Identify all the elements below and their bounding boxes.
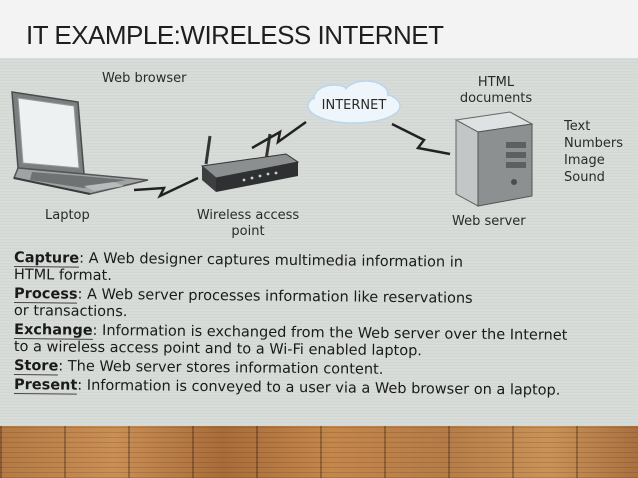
step-term: Store [13,358,59,376]
process-steps: Capture: A Web designer captures multime… [13,250,634,399]
web-browser-label: Web browser [102,71,187,86]
web-server-label: Web server [452,214,526,229]
step-term: Exchange [14,322,93,340]
access-point-label: Wireless access point [196,208,300,239]
wood-floor-background [0,426,638,478]
content-type-numbers: Numbers [564,136,623,151]
step-term: Process [14,286,78,304]
internet-label: INTERNET [321,98,387,113]
scanned-figure: Web browser HTML documents Text Numbers … [0,58,638,426]
step-process: Process: A Web server processes informat… [14,286,634,326]
step-term: Present [13,377,78,395]
step-term: Capture [14,250,80,268]
content-type-sound: Sound [564,170,605,185]
step-text: : Information is conveyed to a user via … [77,377,561,399]
content-type-text: Text [564,119,591,134]
slide-title: IT EXAMPLE:WIRELESS INTERNET [26,20,444,50]
laptop-label: Laptop [45,208,90,223]
content-type-image: Image [564,153,605,168]
laptop-to-access-point-link-icon [133,176,199,199]
step-text: : A Web designer captures multimedia inf… [79,250,464,271]
access-point-to-internet-link-icon [251,120,307,150]
access-point-icon [200,133,300,192]
cloud-icon [307,80,401,124]
html-documents-label: HTML documents [459,75,533,106]
laptop-icon [11,91,149,195]
step-capture: Capture: A Web designer captures multime… [14,250,634,290]
internet-to-server-link-icon [391,122,451,156]
server-icon [454,111,534,207]
step-text: : A Web server processes information lik… [77,286,473,307]
step-exchange: Exchange: Information is exchanged from … [14,322,634,362]
step-text: : The Web server stores information cont… [58,358,384,378]
